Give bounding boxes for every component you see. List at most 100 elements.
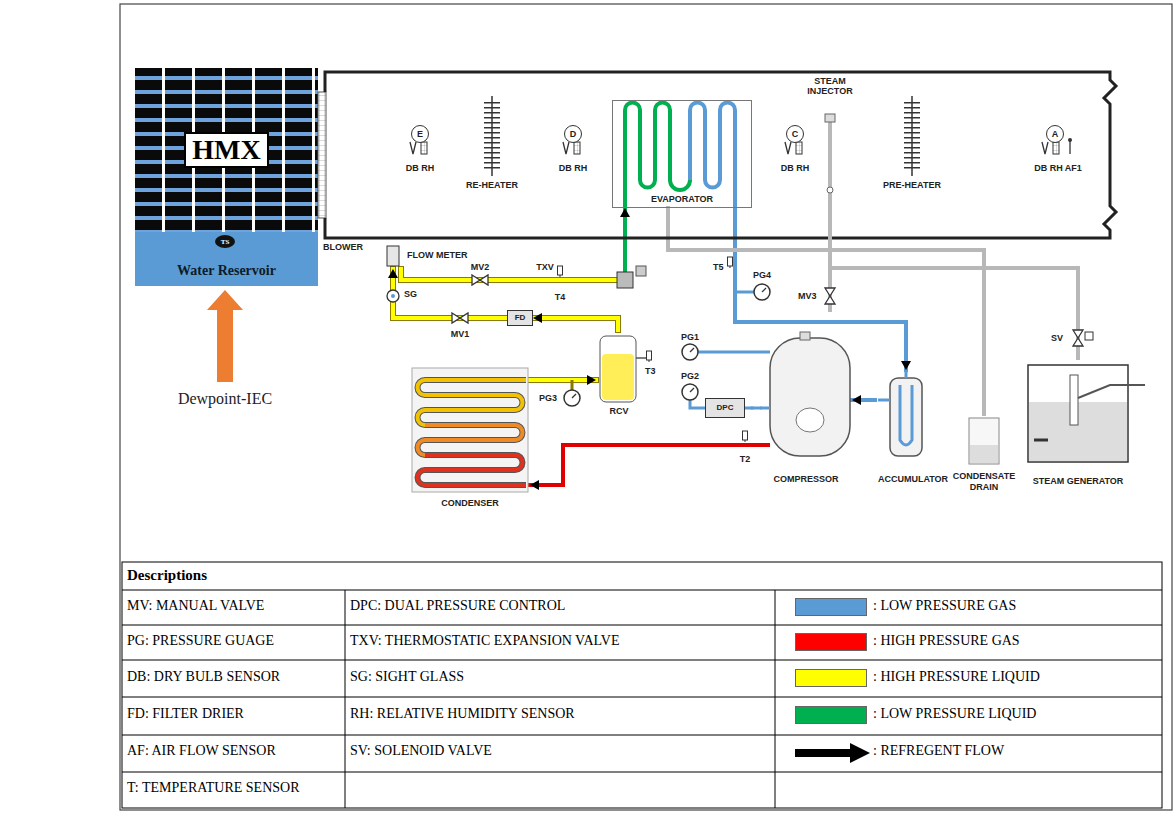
arrow-head: [388, 269, 398, 278]
node-text: E: [417, 129, 423, 140]
static-pipes: [571, 380, 574, 390]
table-cell: TXV: THERMOSTATIC EXPANSION VALVE: [350, 633, 619, 649]
static-pipes: [572, 180, 906, 445]
legend-arrow: [795, 743, 870, 763]
steam-piping: [830, 268, 1078, 360]
table-cell: PG: PRESSURE GUAGE: [127, 633, 274, 649]
pipe: [533, 316, 618, 320]
coil: [425, 483, 526, 487]
flow-meter: FLOW METER: [385, 242, 470, 269]
part-label: T4: [554, 292, 567, 302]
valves-gauges: [387, 246, 399, 266]
node-text: D: [570, 129, 577, 140]
valves-gauges: [472, 275, 488, 285]
station-circle: C: [786, 125, 804, 143]
table: [122, 562, 1162, 808]
hmx-block: HMX: [135, 68, 318, 232]
coil: [418, 470, 516, 485]
pipe: [735, 320, 906, 324]
part-label: T3: [644, 366, 657, 376]
coil: [690, 103, 735, 188]
accumulator: ACCUMULATOR: [875, 370, 951, 486]
part-label: T2: [739, 454, 752, 464]
arrow-head: [587, 375, 596, 385]
pipe-connector: [852, 395, 875, 405]
pipe: [752, 407, 760, 410]
coil: [418, 380, 527, 395]
pipe: [666, 208, 670, 250]
condenser: CONDENSER: [410, 366, 530, 510]
part-label: PG4: [752, 270, 772, 280]
sensors: [1069, 140, 1070, 154]
coil: [418, 440, 516, 455]
sensors: [1042, 142, 1059, 154]
part-label: SG: [403, 289, 418, 299]
steam-piping: [1073, 330, 1083, 346]
pipe-connector: [533, 313, 618, 330]
pipe: [393, 316, 507, 320]
legend-text: : REFREGENT FLOW: [873, 743, 1004, 759]
steam-piping: [828, 120, 832, 312]
node-text: Water Reservoir: [177, 263, 276, 279]
pipe: [733, 208, 737, 322]
node-text: FLOW METER: [407, 250, 468, 261]
condenser: [412, 368, 528, 492]
table: [122, 590, 1162, 808]
legend-text: : LOW PRESSURE LIQUID: [873, 706, 1036, 722]
pipe-outline: [393, 315, 507, 321]
valves-gauges: [387, 246, 770, 442]
node-text: FD: [515, 313, 526, 323]
accumulator: [900, 385, 912, 445]
valves-gauges: [682, 344, 698, 360]
arrow-head: [620, 208, 630, 217]
static-pipes: [733, 180, 737, 208]
steam-piping: [827, 187, 833, 193]
water-reservoir: Water Reservoir TS: [135, 232, 318, 286]
pipe-connector: [530, 375, 596, 385]
receiver: RCV: [596, 330, 642, 418]
valves-gauges: [564, 390, 580, 406]
air-arrow: [207, 290, 243, 382]
table-cell: DB: DRY BULB SENSOR: [127, 669, 280, 685]
condensate-drain: CONDENSATE DRAIN: [952, 414, 1016, 494]
sensors: [410, 138, 1072, 154]
legend-text: : HIGH PRESSURE LIQUID: [873, 669, 1040, 685]
caption-label: Dewpoint-IEC: [178, 390, 272, 408]
hmx-block: [135, 68, 318, 232]
compressor: [770, 338, 850, 456]
part-label: DB RH: [780, 163, 811, 173]
accumulator: [890, 378, 922, 456]
arrow-head: [533, 313, 542, 323]
station-circle: E: [411, 125, 429, 143]
condenser-coil: [418, 380, 527, 485]
node-text: A: [1052, 129, 1059, 140]
receiver: [602, 354, 634, 400]
part-label: PG3: [538, 393, 558, 403]
table-cell: FD: FILTER DRIER: [127, 706, 244, 722]
valves-gauges: [387, 290, 399, 302]
table-cell: DPC: DUAL PRESSURE CONTROL: [350, 598, 565, 614]
part-label: SV: [1050, 333, 1064, 343]
valves-gauges: [391, 294, 395, 298]
table-cell: RH: RELATIVE HUMIDITY SENSOR: [350, 706, 575, 722]
table-cell: SG: SIGHT GLASS: [350, 669, 464, 685]
valves-gauges: [647, 351, 652, 362]
part-label: PG2: [680, 371, 700, 381]
table-heading: Descriptions: [127, 567, 207, 584]
steam-piping: [825, 288, 835, 304]
accumulator: [890, 378, 922, 456]
arrow-head: [901, 361, 911, 370]
node-text: HMX: [184, 132, 268, 168]
pipe-outline: [533, 315, 618, 321]
arrow-head: [530, 480, 539, 490]
legend-text: : HIGH PRESSURE GAS: [873, 633, 1020, 649]
part-label: MV1: [450, 329, 471, 339]
sensors: [410, 142, 427, 154]
coil: [425, 425, 523, 440]
legend-swatch: [795, 669, 867, 687]
pipe: [668, 248, 984, 252]
sensor-dot: TS: [215, 235, 235, 248]
evaporator-coil: [625, 103, 735, 191]
valves-gauges: [754, 284, 770, 300]
node-text: CONDENSATE DRAIN: [952, 471, 1016, 493]
